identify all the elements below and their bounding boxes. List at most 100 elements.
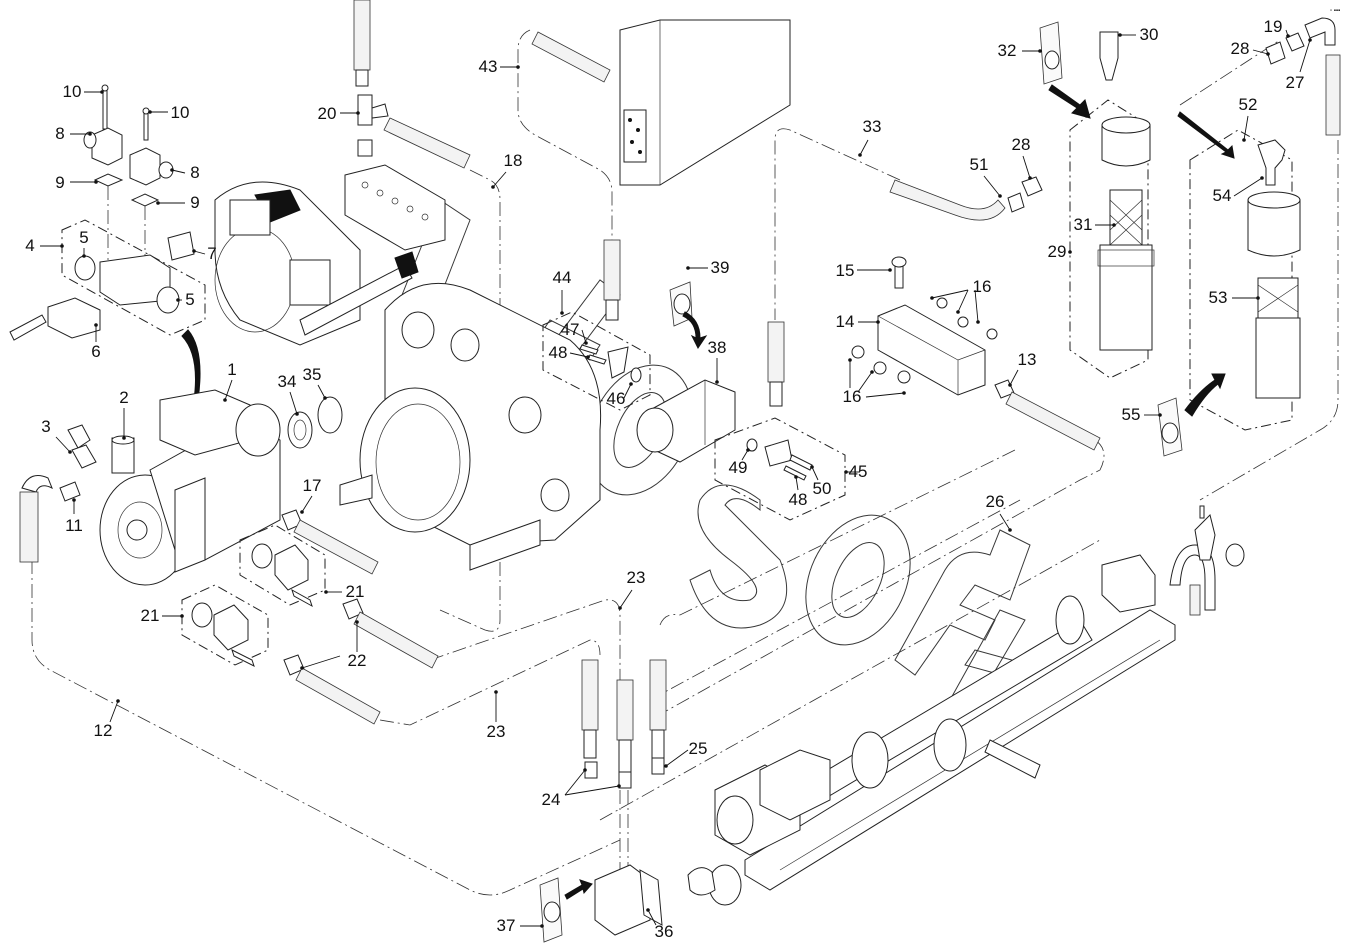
elbow-fitting-27[interactable] [1304, 17, 1336, 46]
callout-fitting[interactable]: 19 [1264, 17, 1290, 38]
callout-tee-fitting[interactable]: 20 [318, 104, 360, 123]
callout-label[interactable]: 48 [789, 490, 808, 509]
screw-10a[interactable] [102, 86, 108, 130]
plug-16b[interactable] [957, 316, 969, 328]
hydraulic-motor-36[interactable] [594, 864, 651, 936]
callout-label[interactable]: 32 [998, 41, 1017, 60]
callout-label[interactable]: 10 [171, 103, 190, 122]
connector-plug-8b[interactable] [129, 147, 161, 186]
screw-50[interactable] [789, 454, 813, 471]
callout-flange-kit[interactable]: 21 [324, 582, 364, 601]
callout-hose[interactable]: 18 [491, 151, 522, 189]
plug-16f[interactable] [897, 370, 911, 384]
callout-label[interactable]: 21 [346, 582, 365, 601]
callout-label[interactable]: 33 [863, 117, 882, 136]
flange-44[interactable] [607, 346, 629, 379]
gasket-7[interactable] [167, 231, 195, 261]
callout-seal-kit[interactable]: 37 [497, 916, 544, 935]
callout-solenoid-coil[interactable]: 5 [79, 228, 89, 258]
fitting-25[interactable] [651, 757, 665, 775]
callout-label[interactable]: 54 [1213, 186, 1232, 205]
callout-label[interactable]: 28 [1231, 39, 1250, 58]
seal-ring-34[interactable] [287, 411, 313, 449]
callout-plug[interactable]: 16 [930, 277, 991, 324]
callout-connector-plug[interactable]: 8 [170, 163, 200, 182]
callout-pressure-sensor[interactable]: 3 [41, 417, 72, 454]
callout-bolt[interactable]: 15 [836, 261, 892, 280]
filter-element-53[interactable] [1257, 277, 1299, 319]
plug-16d[interactable] [851, 345, 865, 359]
screw-47[interactable] [579, 344, 599, 355]
callout-label[interactable]: 26 [986, 492, 1005, 511]
callout-label[interactable]: 29 [1048, 242, 1067, 261]
callout-cover-plate[interactable]: 6 [91, 323, 101, 361]
flange-21a[interactable] [274, 544, 309, 591]
callout-label[interactable]: 48 [549, 343, 568, 362]
callout-label[interactable]: 24 [542, 790, 561, 809]
callout-hose[interactable]: 26 [986, 492, 1012, 532]
callout-label[interactable]: 16 [973, 277, 992, 296]
callout-label[interactable]: 25 [689, 739, 708, 758]
seal-9b[interactable] [130, 193, 160, 207]
screw-48a[interactable] [587, 354, 607, 365]
callout-solenoid-valve-kit[interactable]: 4 [25, 236, 64, 255]
o-ring-46[interactable] [630, 367, 642, 383]
callout-o-ring[interactable]: 46 [607, 382, 633, 408]
callout-solenoid-coil[interactable]: 5 [176, 290, 195, 309]
solenoid-coil-5a[interactable] [74, 255, 96, 281]
bolt-6[interactable] [9, 314, 47, 341]
filter-head-29[interactable] [1101, 124, 1151, 167]
callout-label[interactable]: 6 [91, 342, 100, 361]
callout-o-ring[interactable]: 35 [303, 365, 327, 400]
callout-screw[interactable]: 10 [63, 82, 104, 101]
callout-label[interactable]: 39 [711, 258, 730, 277]
callout-indicator[interactable]: 30 [1118, 25, 1158, 44]
callout-seal-kit[interactable]: 39 [686, 258, 729, 277]
callout-seal-kit[interactable]: 32 [998, 41, 1042, 60]
callout-label[interactable]: 49 [729, 458, 748, 477]
callout-fitting[interactable]: 24 [542, 768, 621, 809]
indicator-54[interactable] [1257, 139, 1286, 186]
solenoid-coil-5b[interactable] [156, 286, 180, 314]
callout-label[interactable]: 51 [970, 155, 989, 174]
callout-label[interactable]: 38 [708, 338, 727, 357]
callout-filter-element[interactable]: 53 [1209, 288, 1260, 307]
callout-fitting[interactable]: 28 [1012, 135, 1032, 180]
fitting-28a[interactable] [1021, 176, 1043, 197]
callout-hose[interactable]: 43 [479, 57, 520, 76]
callout-label[interactable]: 7 [207, 244, 216, 263]
callout-label[interactable]: 19 [1264, 17, 1283, 36]
callout-label[interactable]: 34 [278, 372, 297, 391]
callout-label[interactable]: 17 [303, 476, 322, 495]
fitting-24a[interactable] [584, 761, 598, 779]
callout-label[interactable]: 30 [1140, 25, 1159, 44]
callout-valve-cartridge[interactable]: 2 [119, 388, 129, 440]
callout-label[interactable]: 15 [836, 261, 855, 280]
callout-hydraulic-pump[interactable]: 1 [223, 360, 237, 402]
callout-label[interactable]: 20 [318, 104, 337, 123]
callout-label[interactable]: 12 [94, 721, 113, 740]
callout-label[interactable]: 43 [479, 57, 498, 76]
plug-16e[interactable] [873, 361, 887, 375]
callout-manifold-block[interactable]: 14 [836, 312, 880, 331]
callout-label[interactable]: 18 [504, 151, 523, 170]
flange-21b[interactable] [213, 604, 249, 651]
callout-label[interactable]: 9 [190, 193, 199, 212]
callout-hose[interactable]: 33 [858, 117, 881, 157]
filter-head-52[interactable] [1247, 199, 1301, 257]
tee-fitting-20[interactable] [357, 94, 389, 126]
callout-label[interactable]: 37 [497, 916, 516, 935]
callout-label[interactable]: 4 [25, 236, 34, 255]
callout-seal-ring[interactable]: 34 [278, 372, 299, 416]
callout-fitting[interactable]: 25 [664, 739, 707, 768]
callout-label[interactable]: 9 [55, 173, 64, 192]
callout-label[interactable]: 14 [836, 312, 855, 331]
callout-flange-kit[interactable]: 44 [553, 268, 572, 315]
callout-filter-assembly[interactable]: 29 [1048, 242, 1072, 261]
callout-screw[interactable]: 50 [810, 465, 831, 498]
callout-label[interactable]: 16 [843, 387, 862, 406]
manifold-block-14[interactable] [877, 304, 986, 396]
o-ring-49[interactable] [746, 438, 758, 452]
callout-label[interactable]: 1 [227, 360, 236, 379]
callout-plug[interactable]: 16 [843, 358, 906, 406]
